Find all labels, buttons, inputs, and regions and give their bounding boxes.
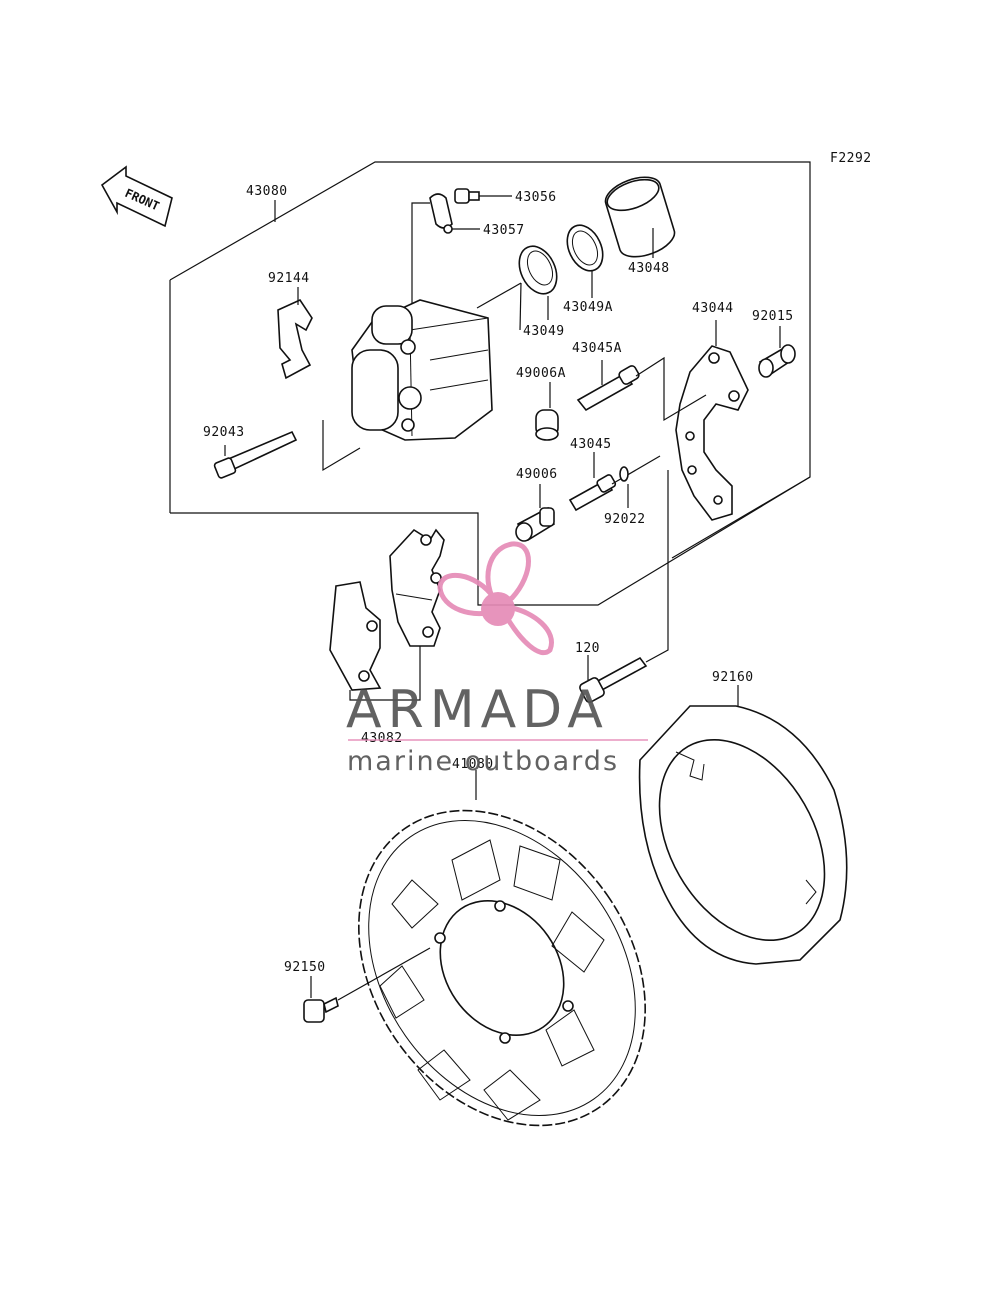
disc-bolt-part: [303, 947, 431, 1023]
brake-pads-part: [329, 528, 445, 701]
washer-part: [619, 466, 629, 508]
slide-pin-boot-part: [515, 484, 555, 542]
watermark-brand: ARMADA: [346, 680, 609, 740]
piston-seal-part: [476, 245, 558, 331]
caliper-assembly-outline: [169, 161, 811, 606]
label-49006: 49006: [516, 467, 558, 482]
label-43049A: 43049A: [563, 300, 613, 315]
dust-seal-part: [566, 224, 604, 298]
label-43048: 43048: [628, 261, 670, 276]
label-92022: 92022: [604, 512, 646, 527]
label-92160: 92160: [712, 670, 754, 685]
bracket-collar-part: [758, 326, 796, 378]
label-43045A: 43045A: [572, 341, 622, 356]
label-43056: 43056: [515, 190, 557, 205]
brake-disc-part: [358, 770, 646, 1127]
label-43049: 43049: [523, 324, 565, 339]
disc-guard-part: [638, 685, 848, 965]
label-43044: 43044: [692, 301, 734, 316]
label-92150: 92150: [284, 960, 326, 975]
bracket-bolt-part: [579, 470, 669, 703]
front-arrow-icon: FRONT: [100, 165, 173, 228]
label-43057: 43057: [483, 223, 525, 238]
slide-pin-part: [568, 452, 661, 512]
bleeder-screw-part: [454, 188, 512, 204]
figure-code: F2292: [830, 151, 872, 166]
caliper-bracket-part: [675, 320, 749, 521]
label-43080: 43080: [246, 184, 288, 199]
piston-part: [604, 176, 676, 258]
slide-pin-a-part: [576, 356, 707, 422]
propeller-logo-icon: [437, 541, 554, 656]
label-43045: 43045: [570, 437, 612, 452]
label-41080: 41080: [452, 757, 494, 772]
caliper-body-part: [351, 299, 493, 441]
label-92043: 92043: [203, 425, 245, 440]
label-120: 120: [575, 641, 600, 656]
bleeder-cap-part: [411, 193, 480, 330]
label-43082: 43082: [361, 731, 403, 746]
pad-pin-part: [213, 420, 361, 479]
label-92144: 92144: [268, 271, 310, 286]
pad-spring-part: [277, 287, 313, 380]
label-49006A: 49006A: [516, 366, 566, 381]
watermark-tagline: marine outboards: [347, 746, 619, 777]
armada-watermark: ARMADA marine outboards: [346, 541, 648, 777]
slide-pin-boot-a-part: [535, 382, 559, 441]
label-92015: 92015: [752, 309, 794, 324]
